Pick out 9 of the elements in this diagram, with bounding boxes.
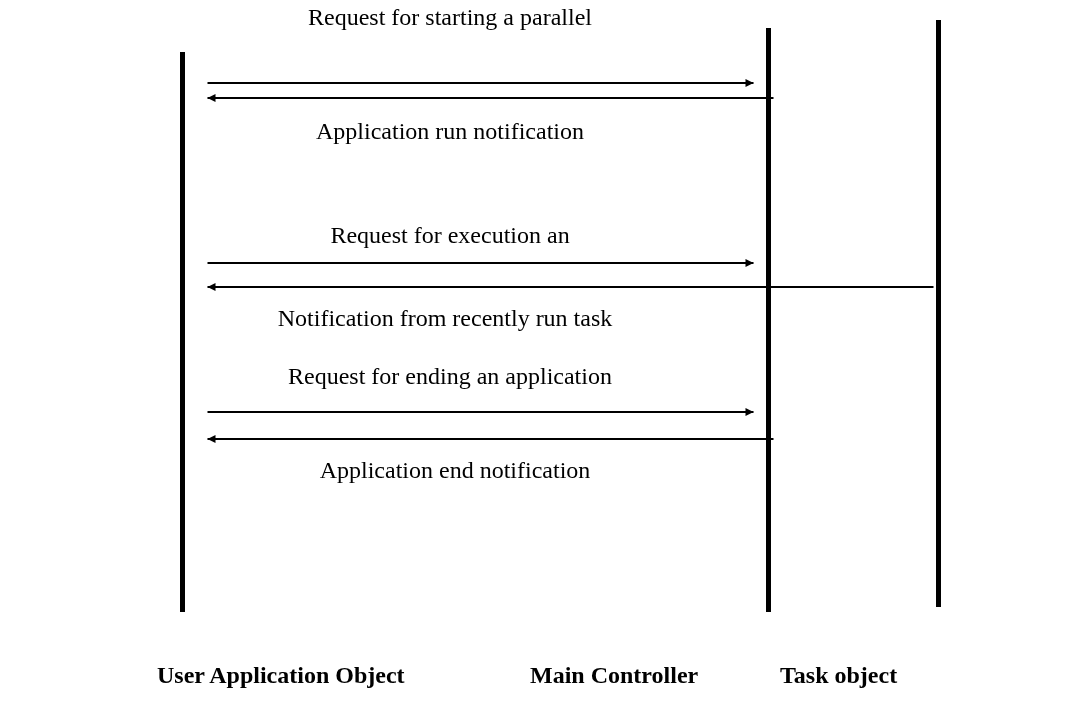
participant-label: Task object [780,662,898,689]
arrow [206,435,775,443]
arrow [206,79,755,87]
arrow [206,408,755,416]
participant-label: User Application Object [157,662,405,689]
participant-label: Main Controller [530,662,699,689]
arrow [206,94,775,102]
arrow [206,283,935,291]
arrow [206,259,755,267]
